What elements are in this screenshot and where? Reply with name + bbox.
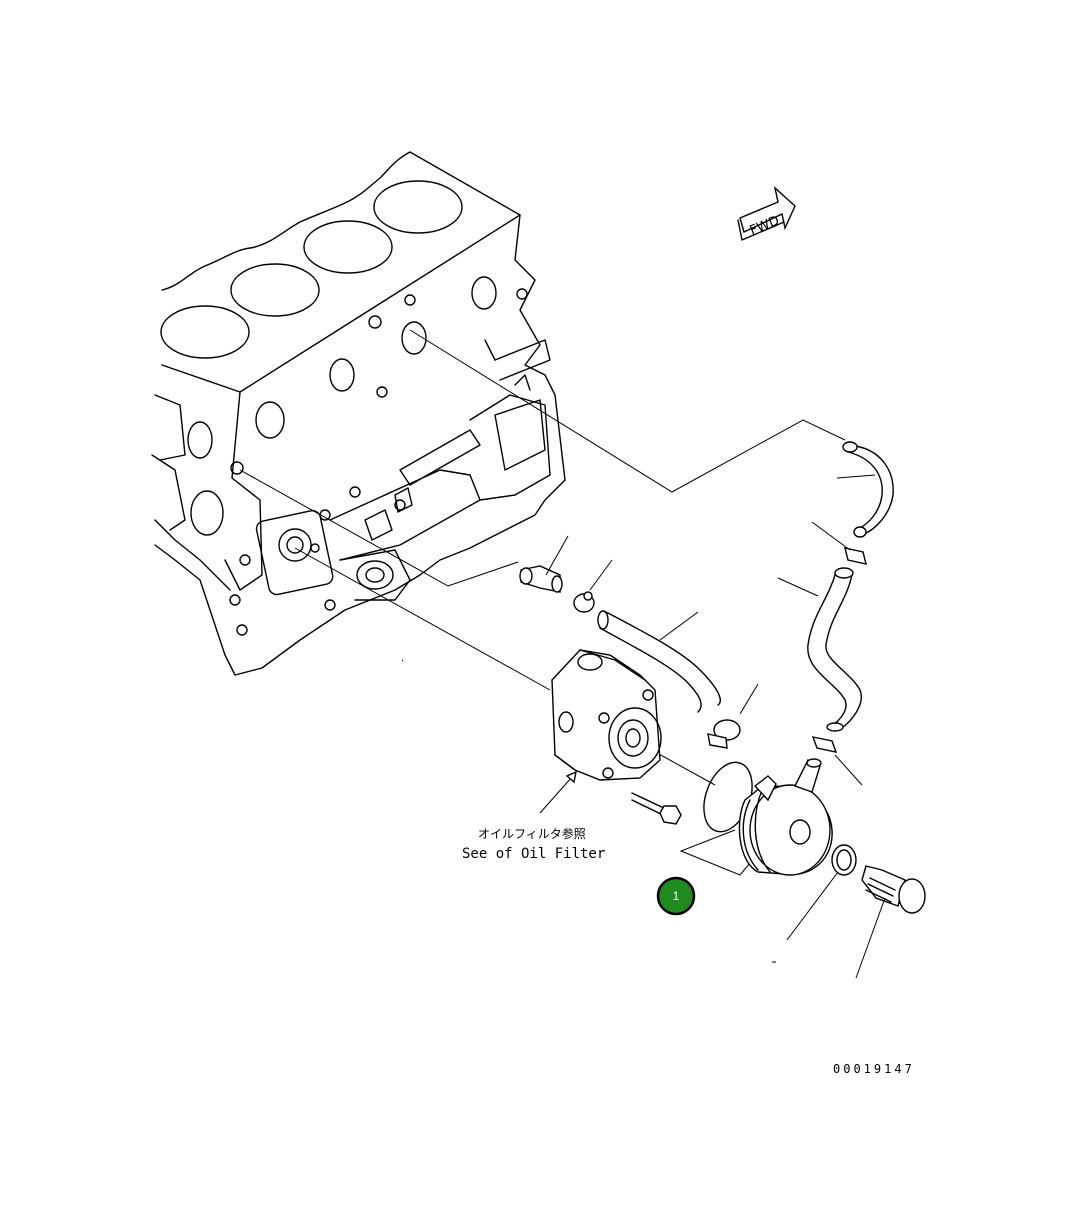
reference-number: 00019147	[833, 1062, 915, 1076]
hose-fitting-lower	[811, 736, 863, 786]
hose-clamp-1	[573, 559, 613, 613]
oil-cooler	[738, 758, 833, 876]
union-connector	[519, 535, 569, 593]
callout-1[interactable]: 1	[656, 876, 696, 916]
assembly-lines	[239, 329, 846, 876]
mounting-bolt	[631, 792, 682, 825]
fwd-direction-marker: FWD	[737, 186, 796, 241]
hose-fitting-upper	[811, 521, 867, 565]
callout-number: 1	[673, 889, 680, 903]
middle-hose	[597, 610, 721, 713]
engine-block	[151, 151, 566, 676]
lower-hose	[777, 567, 862, 732]
oil-filter-head	[539, 649, 662, 814]
hose-clamp-2	[707, 683, 759, 749]
connector-bolt	[855, 865, 926, 979]
upper-hose	[836, 441, 894, 538]
arrow-icon	[739, 186, 796, 233]
note-japanese: オイルフィルタ参照	[478, 826, 586, 841]
sealing-washer	[786, 844, 857, 941]
dot-mark	[401, 659, 404, 662]
note-english: See of Oil Filter	[462, 846, 605, 862]
